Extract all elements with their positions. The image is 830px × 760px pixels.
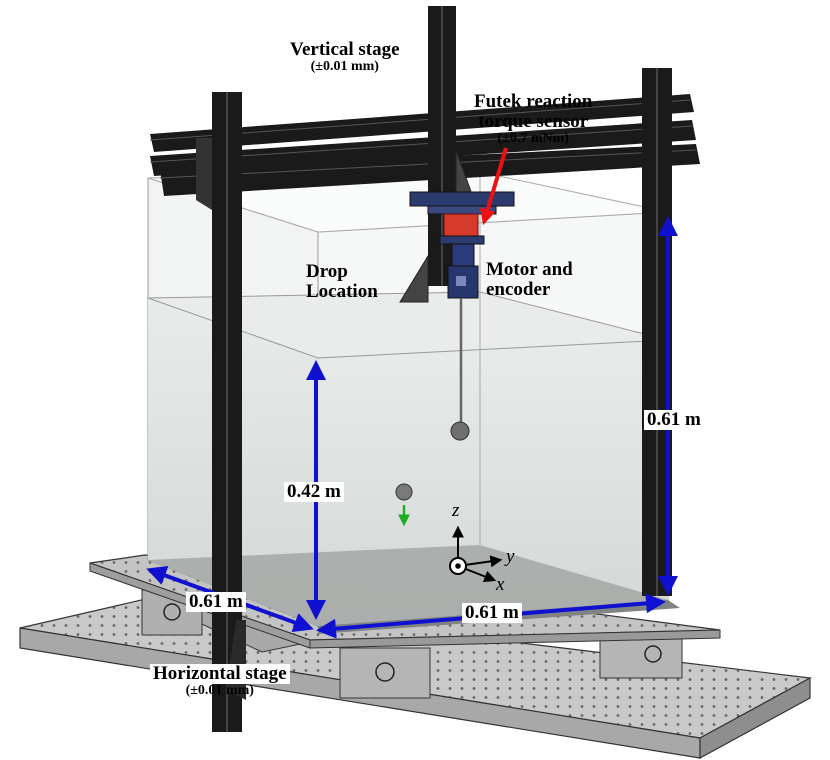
z-axis-label: z xyxy=(452,500,460,521)
tank-width-label: 0.61 m xyxy=(462,603,522,623)
sensor-pointer-arrow xyxy=(479,147,508,226)
motor-encoder-label: Motor and encoder xyxy=(486,259,573,300)
tank-depth-label: 0.61 m xyxy=(186,592,246,612)
drop-bracket xyxy=(399,149,475,303)
torque-sensor-label: Futek reaction torque sensor (±0.7 mNm) xyxy=(474,91,593,146)
drop-location-label: Drop Location xyxy=(306,261,378,302)
vertical-stage-label: Vertical stage (±0.01 mm) xyxy=(290,39,400,74)
water-depth-label: 0.42 m xyxy=(284,482,344,502)
tank-height-label: 0.61 m xyxy=(644,410,704,430)
coordinate-axes xyxy=(449,525,503,583)
x-axis-label: x xyxy=(496,574,505,595)
horizontal-stage-label: Horizontal stage (±0.01 mm) xyxy=(150,664,290,699)
y-axis-label: y xyxy=(506,546,515,567)
falling-sphere xyxy=(395,483,413,527)
